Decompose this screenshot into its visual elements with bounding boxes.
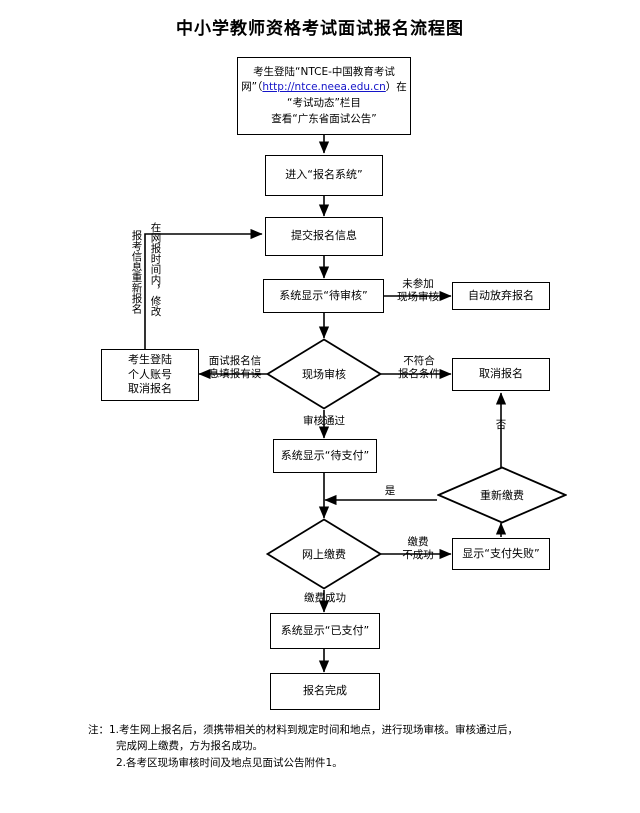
edge-label-modify-vertical: 在网报时间内，修改 [149,222,162,346]
node-show-awaiting-payment: 系统显示“待支付” [273,439,377,473]
note-2-text: 2.各考区现场审核时间及地点见面试公告附件1。 [116,756,343,769]
node-repay-label: 重新缴费 [480,489,524,502]
notes-block: 注： 1. 考生网上报名后，须携带相关的材料到规定时间和地点，进行现场审核。审核… [88,722,588,771]
candidate-cancel-line-2: 个人账号 [128,367,172,381]
node-submit-info: 提交报名信息 [265,217,383,256]
ntce-website-link[interactable]: http://ntce.neea.edu.cn [262,81,386,94]
edge-label-reapply-vertical-text: 报考信息重新报名 [130,230,143,314]
node-registration-complete: 报名完成 [270,673,380,710]
node-start-login: 考生登陆“NTCE-中国教育考试 网”（http://ntce.neea.edu… [237,57,411,135]
node-registration-complete-label: 报名完成 [303,684,347,698]
note-1-line-2-row: 完成网上缴费，方为报名成功。 [116,738,588,754]
node-onsite-review: 现场审核 [266,338,382,410]
node-repay: 重新缴费 [437,466,567,524]
node-show-payment-failed-label: 显示“支付失败” [462,546,540,560]
edge-label-no: 否 [492,419,510,432]
start-line-2: 网”（http://ntce.neea.edu.cn）在 [241,80,407,96]
edge-label-payment-failed: 缴费 不成功 [389,536,447,561]
notes-head: 注： [88,724,109,736]
node-cancel-registration: 取消报名 [452,358,550,391]
edge-label-payment-success: 缴费成功 [288,592,362,605]
edge-label-info-error: 面试报名信 息填报有误 [203,355,267,380]
node-enter-system-label: 进入“报名系统” [285,168,363,182]
edge-label-no-text: 否 [495,419,507,431]
node-enter-system: 进入“报名系统” [265,155,383,196]
edge-label-not-attend-onsite-l1: 未参加 [402,278,434,290]
edge-label-pay-fail-l1: 缴费 [407,536,429,548]
edge-label-not-meet-l2: 报名条件 [398,367,440,380]
node-candidate-cancel: 考生登陆 个人账号 取消报名 [101,349,199,401]
edge-label-modify-vertical-text: 在网报时间内，修改 [149,222,162,317]
start-line-2-pre: 网”（ [241,81,263,94]
edge-label-payment-success-text: 缴费成功 [304,592,346,604]
edge-label-info-error-l2: 息填报有误 [208,367,262,380]
node-online-payment-label: 网上缴费 [302,548,346,561]
edge-label-reapply-vertical: 报考信息重新报名 [130,230,143,340]
node-onsite-review-label: 现场审核 [302,368,346,381]
edge-label-not-meet-conditions: 不符合 报名条件 [389,355,449,380]
node-show-paid: 系统显示“已支付” [270,613,380,649]
node-auto-give-up-label: 自动放弃报名 [468,288,534,302]
candidate-cancel-line-3: 取消报名 [128,382,172,396]
note-1-line-2: 完成网上缴费，方为报名成功。 [116,740,263,753]
edge-label-not-meet-l1: 不符合 [403,355,435,367]
start-line-2-post: ）在 [385,81,407,94]
note-1-row: 注： 1. 考生网上报名后，须携带相关的材料到规定时间和地点，进行现场审核。审核… [88,722,588,738]
edge-label-yes-text: 是 [384,485,396,497]
node-show-payment-failed: 显示“支付失败” [452,538,550,570]
node-submit-info-label: 提交报名信息 [291,229,357,243]
node-cancel-registration-label: 取消报名 [479,367,523,381]
note-1-line-1: 考生网上报名后，须携带相关的材料到规定时间和地点，进行现场审核。审核通过后， [119,724,519,736]
online-payment-diamond-shape [266,518,382,590]
node-auto-give-up: 自动放弃报名 [452,282,550,310]
repay-diamond-shape [437,466,567,524]
edge-label-review-passed-text: 审核通过 [303,415,345,427]
start-line-3: “考试动态”栏目 [287,97,361,109]
node-show-paid-label: 系统显示“已支付” [280,623,370,637]
start-line-1: 考生登陆“NTCE-中国教育考试 [253,65,395,78]
edge-label-not-attend-onsite-l2: 现场审核 [397,290,439,303]
edge-label-pay-fail-l2: 不成功 [402,548,434,561]
node-show-awaiting-payment-label: 系统显示“待支付” [280,448,370,462]
note-1-number: 1. [109,724,120,736]
start-line-4: 查看“广东省面试公告” [271,112,377,125]
node-online-payment: 网上缴费 [266,518,382,590]
edge-label-not-attend-onsite: 未参加 现场审核 [388,278,448,303]
node-show-pending-review-label: 系统显示“待审核” [279,288,368,302]
edge-label-review-passed: 审核通过 [288,415,360,428]
edge-label-info-error-l1: 面试报名信 [208,355,262,367]
candidate-cancel-line-1: 考生登陆 [128,352,172,366]
onsite-review-diamond-shape [266,338,382,410]
edge-label-yes: 是 [381,485,399,498]
node-show-pending-review: 系统显示“待审核” [263,279,384,313]
note-2-row: 2.各考区现场审核时间及地点见面试公告附件1。 [116,755,588,771]
page-title: 中小学教师资格考试面试报名流程图 [176,19,464,39]
